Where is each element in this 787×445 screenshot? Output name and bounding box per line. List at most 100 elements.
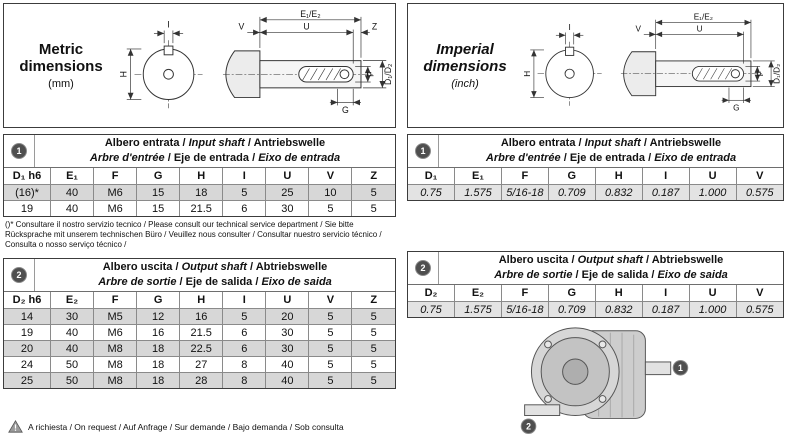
table-cell: 5 [308,308,353,325]
dim-label-u: U [303,22,309,32]
column-header-cell: U [265,292,310,309]
table-cell: 0.187 [641,184,690,200]
column-header-cell: F [93,292,138,309]
table-cell: 6 [222,324,267,341]
table-cell: 1.000 [688,301,737,317]
column-header-cell: U [265,168,310,185]
gearbox-illustration: 1 2 [520,327,689,435]
column-header-cell: V [735,168,783,185]
table-cell: 25 [4,372,51,388]
table-cell: 5 [222,184,267,201]
table-cell: 5 [351,308,395,325]
table-cell: M5 [93,308,138,325]
title-segment: Antriebswelle [649,137,722,149]
column-header-cell: G [136,292,181,309]
column-header-cell: I [222,168,267,185]
on-request-text: A richiesta / On request / Auf Anfrage /… [28,421,344,432]
title-segment: Eje de entrada [173,152,250,164]
badge-1: 1 [11,143,27,159]
title-segment: Output shaft [181,261,247,273]
table-cell: 21.5 [179,200,224,216]
title-segment: Eje de salida [185,276,253,288]
title-segment: Eixo de entrada [258,152,341,164]
column-header-cell: Z [351,292,395,309]
title-separator: / [252,276,262,288]
table-cell: 8 [222,372,267,388]
metric-drawing-box: Metric dimensions (mm) [3,3,396,128]
table-cell: 18 [136,356,181,373]
column-header-cell: D₁ h6 [4,168,51,185]
title-separator: / [176,276,186,288]
table-cell: 6 [222,340,267,357]
table-cell: 5 [308,324,353,341]
title-segment: Input shaft [188,137,245,149]
title-separator: / [164,152,174,164]
table-cell: 40 [49,184,95,201]
table-cell: 16 [136,324,181,341]
table-cell: 0.187 [641,301,690,317]
title-segment: Albero entrata [500,137,576,149]
table-cell: 6 [222,200,267,216]
table-title-text: Albero entrata / Input shaft / Antriebsw… [439,135,783,167]
table-cell: 0.832 [594,184,643,200]
imperial-unit: (inch) [451,78,479,90]
table-title-text: Albero uscita / Output shaft / Abtriebsw… [439,252,783,284]
title-segment: Antriebswelle [253,137,326,149]
imperial-output-shaft-table: 2 Albero uscita / Output shaft / Abtrieb… [407,251,784,318]
title-segment: Abtriebswelle [255,261,328,273]
table-cell: 30 [265,324,310,341]
column-header-cell: V [735,285,783,302]
table-cell: 0.575 [735,301,783,317]
column-header-cell: Z [351,168,395,185]
title-separator: / [572,269,582,281]
column-header-cell: H [594,285,643,302]
title-line-1: Albero entrata / Input shaft / Antriebsw… [35,136,395,151]
table-cell: M8 [93,340,138,357]
dim-label-f: F [756,71,765,76]
table-title-row: 2 Albero uscita / Output shaft / Abtrieb… [4,259,395,292]
imperial-drawing-box: Imperial dimensions (inch) [407,3,784,128]
title-segment: Albero uscita [498,254,569,266]
title-separator: / [642,254,652,266]
figure-badge-1: 1 [672,360,689,376]
gearbox-figure: 1 2 [515,323,693,435]
title-line-2: Arbre de sortie / Eje de salida / Eixo d… [439,268,783,283]
imperial-panel: Imperial dimensions (inch) [407,3,784,435]
table-cell: 30 [265,340,310,357]
table-cell: 40 [265,372,310,388]
table-title-row: 2 Albero uscita / Output shaft / Abtrieb… [408,252,783,285]
table-cell: 1.000 [688,184,737,200]
table-cell: 18 [136,372,181,388]
column-header-cell: V [308,168,353,185]
table-cell: 21.5 [179,324,224,341]
title-segment: Eje de salida [581,269,649,281]
table-cell: 5 [308,372,353,388]
dim-label-e: E₁/E₂ [300,9,320,19]
table-cell: 20 [265,308,310,325]
dim-label-h: H [523,71,532,77]
column-header-cell: E₁ [49,168,95,185]
column-header-cell: F [500,168,549,185]
column-header-cell: G [547,285,596,302]
title-segment: Eixo de saida [657,269,728,281]
table-cell: 15 [136,200,181,216]
title-line-2: Arbre d'entrée / Eje de entrada / Eixo d… [439,151,783,166]
column-header-cell: G [136,168,181,185]
figure-badge-2: 2 [520,418,537,435]
title-segment: Albero uscita [102,261,173,273]
column-header-cell: H [594,168,643,185]
column-header-cell: U [688,168,737,185]
table-cell: 25 [265,184,310,201]
title-separator: / [648,269,658,281]
badge-1: 1 [415,143,431,159]
dim-label-g: G [342,105,349,115]
title-segment: Eixo de saida [261,276,332,288]
dim-label-e: E₁/E₂ [694,13,713,22]
